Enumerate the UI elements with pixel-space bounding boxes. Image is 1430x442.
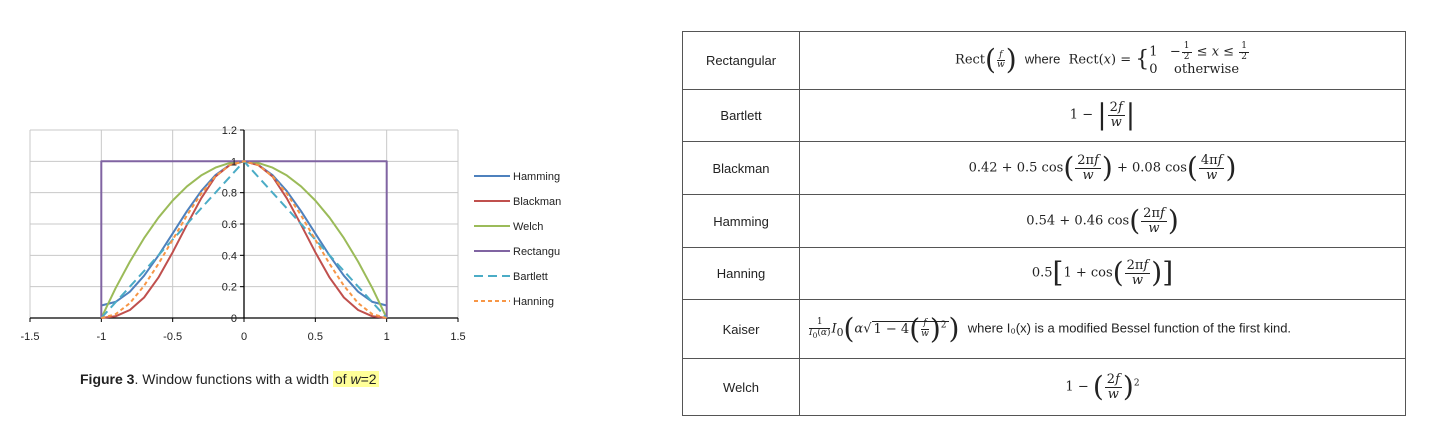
x-tick-label: 0.5: [308, 331, 323, 343]
y-tick-label: 1: [231, 156, 237, 168]
figure-caption-text: . Window functions with a width: [134, 371, 333, 387]
x-tick-label: -1: [96, 331, 106, 343]
x-tick-label: 1.5: [450, 331, 465, 343]
series-hanning: [101, 160, 387, 319]
kaiser-description: where I₀(x) is a modified Bessel functio…: [967, 320, 1292, 336]
y-tick-label: 0.8: [222, 188, 237, 200]
row-name: Hamming: [682, 194, 800, 248]
caption-highlight-pre: of: [334, 371, 351, 387]
y-tick-label: 0: [231, 313, 237, 325]
figure-caption: Figure 3. Window functions with a width …: [80, 371, 379, 387]
row-name: Blackman: [682, 141, 800, 195]
legend-label: Welch: [513, 221, 543, 233]
legend-label: Bartlett: [513, 271, 548, 283]
figure-caption-label: Figure 3: [80, 371, 135, 387]
x-tick-label: -1.5: [21, 331, 40, 343]
row-name: Hanning: [682, 247, 800, 300]
y-tick-label: 0.2: [222, 282, 237, 294]
figure-caption-highlight: of w=2: [332, 371, 379, 387]
caption-highlight-post: =2: [360, 371, 377, 387]
legend-label: Hamming: [513, 171, 560, 183]
row-name: Rectangular: [682, 31, 800, 90]
legend-label: Rectangu: [513, 246, 560, 258]
legend-label: Blackman: [513, 196, 561, 208]
y-tick-label: 1.2: [222, 125, 237, 137]
chart-legend: HammingBlackmanWelchRectanguBartlettHann…: [474, 171, 561, 308]
y-tick-label: 0.6: [222, 219, 237, 231]
chart-axes: [29, 129, 459, 322]
y-tick-label: 0.4: [222, 250, 237, 262]
chart-ticks: -1.5 -1 -0.5 0 0.5 1 1.5 0 0.2 0.4 0.6 0.8 1 1.2: [21, 125, 466, 343]
x-tick-label: 1: [384, 331, 390, 343]
x-tick-label: -0.5: [163, 331, 182, 343]
caption-var: w: [350, 371, 361, 387]
chart-series: [100, 160, 388, 319]
legend-label: Hanning: [513, 296, 554, 308]
row-name: Welch: [682, 358, 800, 416]
x-tick-label: 0: [241, 331, 247, 343]
window-functions-chart: -1.5 -1 -0.5 0 0.5 1 1.5 0 0.2 0.4 0.6 0.8 1 1.2 Hamm…: [21, 125, 562, 343]
row-name: Kaiser: [682, 299, 800, 359]
row-name: Bartlett: [682, 89, 800, 142]
